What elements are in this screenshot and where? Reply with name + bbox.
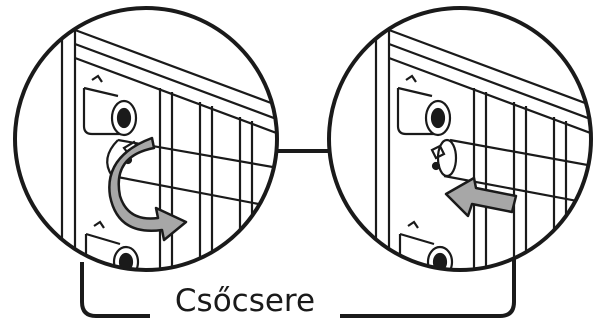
diagram-caption: Csőcsere xyxy=(150,281,340,321)
right-detail-view xyxy=(329,8,604,280)
left-detail-view xyxy=(15,8,290,280)
